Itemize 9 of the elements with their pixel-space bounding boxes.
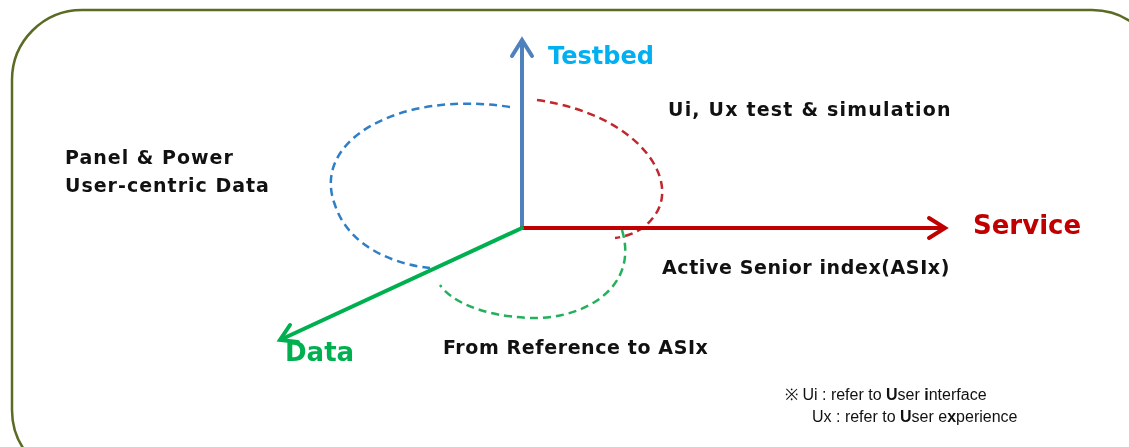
axis-label: Service (973, 210, 1082, 240)
annotation-text: Panel & Power User-centric Data (65, 145, 271, 198)
annotation-text: Active Senior index(ASIx) (662, 256, 950, 278)
annotation-text: From Reference to ASIx (443, 336, 709, 358)
annotation-text: Ui, Ux test & simulation (668, 98, 952, 120)
footnote-text: Ux : refer to User experience (812, 408, 1018, 426)
footnote-text: ※ Ui : refer to User interface (785, 385, 987, 405)
axis-label: Data (285, 337, 355, 367)
axis-label: Testbed (548, 42, 654, 70)
